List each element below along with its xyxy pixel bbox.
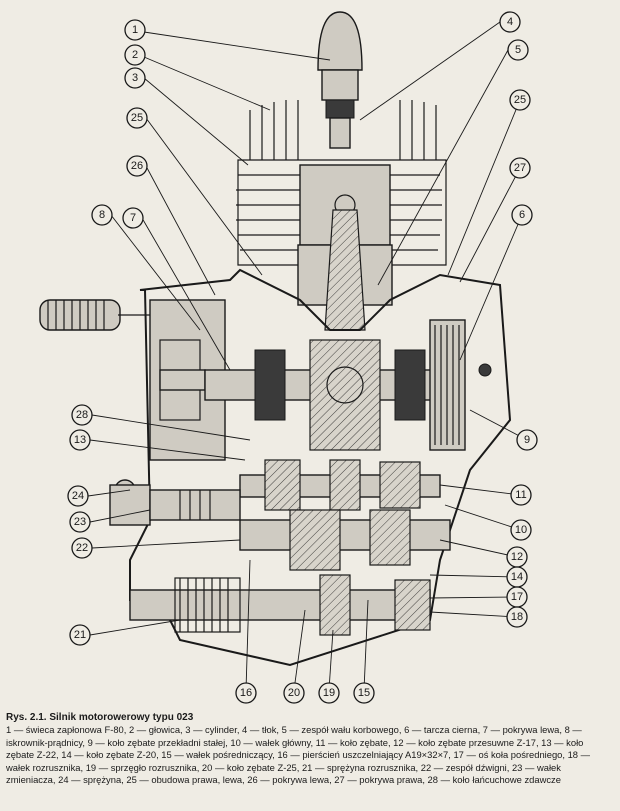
svg-text:12: 12: [511, 551, 523, 563]
svg-text:25: 25: [131, 112, 143, 124]
callout-24: 24: [67, 485, 89, 507]
callout-22: 22: [71, 537, 93, 559]
svg-text:17: 17: [511, 591, 523, 603]
callout-16: 16: [235, 682, 257, 704]
kickstart-pedal: [39, 299, 150, 331]
svg-text:28: 28: [76, 409, 88, 421]
callout-28: 28: [71, 404, 93, 426]
engine-cross-section-drawing: 1 2 3 4 5 25 26 8 7 25 27 6 28 13 24 23 …: [39, 11, 538, 704]
callout-25-right: 25: [509, 89, 531, 111]
cylinder-fins: [236, 100, 447, 266]
callout-5: 5: [507, 39, 529, 61]
callout-12: 12: [506, 546, 528, 568]
callout-14: 14: [506, 566, 528, 588]
callout-labels: 1 2 3 4 5 25 26 8 7 25 27 6 28 13 24 23 …: [67, 11, 538, 704]
caption-title: Rys. 2.1. Silnik motorowerowy typu 023: [6, 712, 194, 723]
leader-lines: [87, 21, 528, 691]
gearbox-shafts: [239, 459, 451, 571]
callout-26: 26: [126, 155, 148, 177]
svg-text:21: 21: [74, 629, 86, 641]
svg-text:20: 20: [288, 687, 300, 699]
callout-11: 11: [510, 484, 532, 506]
callout-9: 9: [516, 429, 538, 451]
svg-text:9: 9: [524, 434, 530, 446]
gear-shifter: [109, 479, 241, 526]
callout-18: 18: [506, 606, 528, 628]
svg-text:24: 24: [72, 490, 84, 502]
spark-plug: [317, 11, 363, 149]
svg-text:1: 1: [132, 24, 138, 36]
svg-text:5: 5: [515, 44, 521, 56]
caption-legend: 1 — świeca zapłonowa F-80, 2 — głowica, …: [6, 724, 591, 786]
svg-text:18: 18: [511, 611, 523, 623]
svg-text:7: 7: [130, 212, 136, 224]
callout-4: 4: [499, 11, 521, 33]
callout-3: 3: [124, 67, 146, 89]
svg-text:23: 23: [74, 516, 86, 528]
callout-23: 23: [69, 511, 91, 533]
svg-text:11: 11: [515, 489, 526, 501]
svg-text:26: 26: [131, 160, 143, 172]
callout-7: 7: [122, 207, 144, 229]
callout-27: 27: [509, 157, 531, 179]
callout-6: 6: [511, 204, 533, 226]
crankshaft-assembly: [204, 339, 436, 451]
svg-text:25: 25: [514, 94, 526, 106]
svg-text:14: 14: [511, 571, 523, 583]
callout-21: 21: [69, 624, 91, 646]
crankcase-housing: [129, 268, 512, 667]
callout-8: 8: [91, 204, 113, 226]
callout-19: 19: [318, 682, 340, 704]
callout-20: 20: [283, 682, 305, 704]
svg-text:27: 27: [514, 162, 526, 174]
svg-text:8: 8: [99, 209, 105, 221]
svg-text:6: 6: [519, 209, 525, 221]
svg-text:19: 19: [323, 687, 335, 699]
svg-text:13: 13: [74, 434, 86, 446]
svg-text:4: 4: [507, 16, 513, 28]
svg-text:22: 22: [76, 542, 88, 554]
svg-text:16: 16: [240, 687, 252, 699]
callout-15: 15: [353, 682, 375, 704]
svg-text:10: 10: [515, 524, 527, 536]
callout-1: 1: [124, 19, 146, 41]
callout-25-left: 25: [126, 107, 148, 129]
callout-2: 2: [124, 44, 146, 66]
callout-10: 10: [510, 519, 532, 541]
kickstart-shaft: [129, 574, 431, 636]
callout-13: 13: [69, 429, 91, 451]
figure-caption: Rys. 2.1. Silnik motorowerowy typu 023 1…: [6, 712, 612, 786]
clutch-disc-pack: [429, 319, 492, 451]
connecting-rod: [324, 209, 366, 331]
svg-text:3: 3: [132, 72, 138, 84]
svg-text:2: 2: [132, 49, 138, 61]
callout-17: 17: [506, 586, 528, 608]
svg-text:15: 15: [358, 687, 370, 699]
